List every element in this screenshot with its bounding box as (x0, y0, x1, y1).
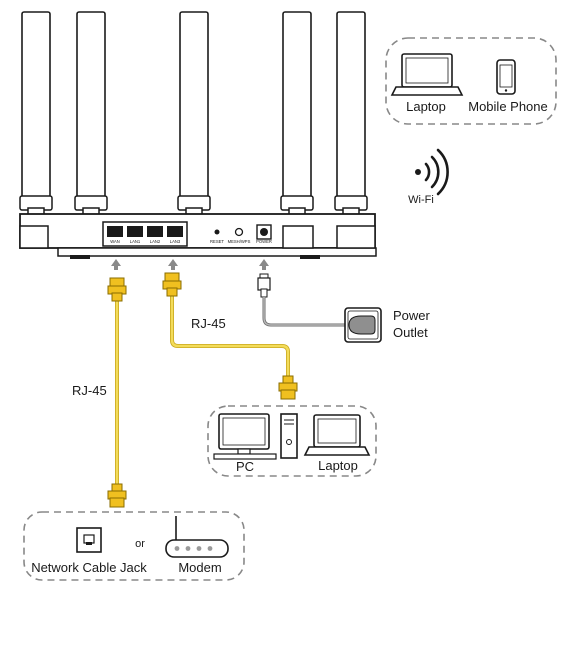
antenna-5 (336, 11, 366, 201)
lan-cable (170, 295, 290, 378)
port-label-lan1: LAN1 (130, 239, 141, 244)
network-cable-jack-icon (76, 527, 102, 553)
pc-icon (213, 413, 298, 460)
wan-cable-label: RJ-45 (72, 383, 107, 398)
power-label: POWER (256, 239, 272, 244)
wifi-icon (415, 148, 449, 196)
laptop-icon (390, 53, 464, 96)
modem-label: Modem (178, 560, 221, 575)
wired-laptop-label: Laptop (318, 458, 358, 473)
wireless-devices-group (385, 37, 557, 125)
ethernet-ports (107, 226, 183, 237)
wireless-laptop-label: Laptop (406, 99, 446, 114)
mesh-wps-label: MESH/WPS (228, 239, 251, 244)
wired-laptop-icon (303, 414, 371, 456)
power-outlet-icon (344, 307, 382, 343)
antenna-1 (21, 11, 51, 201)
power-outlet-label-line2: Outlet (393, 325, 428, 340)
antennas (21, 11, 366, 201)
reset-button (214, 229, 220, 235)
lan2-port (147, 226, 163, 237)
wifi-label: Wi-Fi (408, 194, 434, 206)
antenna-4 (282, 11, 312, 201)
antenna-2 (76, 11, 106, 201)
lan1-port (127, 226, 143, 237)
lan-cable-label: RJ-45 (191, 316, 226, 331)
port-label-lan3: LAN3 (170, 239, 181, 244)
wan-connector-bottom (107, 483, 127, 508)
network-cable-jack-label: Network Cable Jack (31, 560, 147, 575)
reset-label: RESET (210, 239, 224, 244)
power-arrow (259, 259, 269, 270)
wan-arrow (111, 259, 121, 270)
connection-arrows (111, 259, 269, 270)
rj45-connectors (107, 272, 298, 508)
modem-icon (165, 516, 229, 558)
or-label: or (135, 538, 145, 550)
wired-devices-group (207, 405, 377, 477)
lan3-port (167, 226, 183, 237)
pc-label: PC (236, 459, 254, 474)
power-adapter (257, 273, 350, 327)
lan-arrow (168, 259, 178, 270)
mobile-phone-icon (496, 59, 516, 95)
port-label-wan: WAN (110, 239, 120, 244)
antenna-3 (179, 11, 209, 201)
mesh-wps-button (234, 227, 244, 237)
wan-source-group (23, 511, 245, 581)
port-label-lan2: LAN2 (150, 239, 161, 244)
wan-connector-top (107, 277, 127, 302)
router: WAN LAN1 LAN2 LAN3 RESET MESH/WPS POWER (19, 213, 377, 259)
lan-connector-top (162, 272, 182, 297)
lan-connector-bottom (278, 375, 298, 400)
power-cable (262, 297, 350, 327)
wan-port (107, 226, 123, 237)
mobile-phone-label: Mobile Phone (468, 99, 548, 114)
power-outlet-label-line1: Power (393, 308, 431, 323)
